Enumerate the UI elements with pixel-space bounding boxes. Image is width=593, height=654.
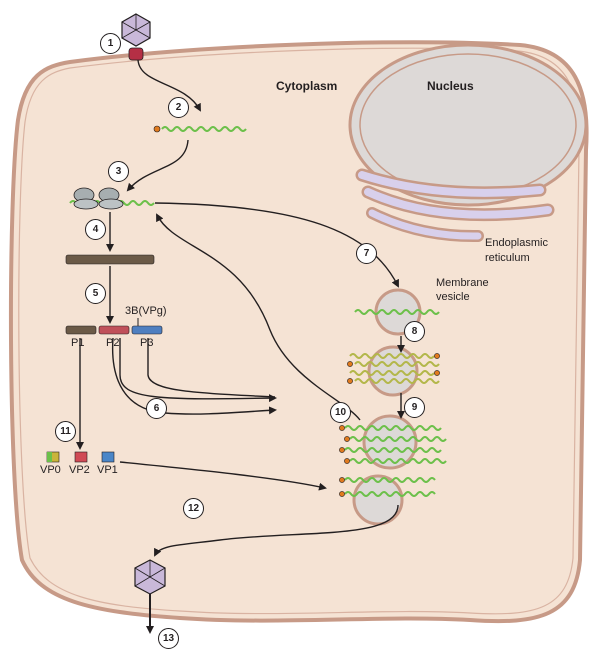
er-label-line1: Endoplasmic	[485, 237, 548, 249]
p2-block	[98, 325, 130, 335]
er-label-line2: reticulum	[485, 252, 530, 264]
step-6-marker: 6	[146, 398, 167, 419]
receptor	[128, 47, 144, 61]
vpg-dot	[153, 125, 161, 133]
vpg-dots	[339, 353, 440, 497]
p3-block	[131, 325, 163, 335]
replicating-rna	[344, 309, 447, 497]
step-3-marker: 3	[108, 161, 129, 182]
p1-label: P1	[71, 337, 85, 349]
step-1-marker: 1	[100, 33, 121, 54]
step-9-marker: 9	[404, 397, 425, 418]
vp2-block	[74, 451, 88, 463]
exiting-virion	[134, 559, 166, 595]
vp1-label: VP1	[97, 464, 118, 476]
step-7-marker: 7	[356, 243, 377, 264]
capsid-proteins	[46, 451, 115, 463]
polyprotein	[65, 254, 155, 265]
step-4-marker: 4	[85, 219, 106, 240]
step-8-marker: 8	[404, 321, 425, 342]
step-2-marker: 2	[168, 97, 189, 118]
p2-label: P2	[106, 337, 120, 349]
nucleus-label: Nucleus	[427, 79, 474, 93]
step-11-marker: 11	[55, 421, 76, 442]
nucleus	[348, 43, 588, 207]
pathway-arrows	[76, 59, 405, 634]
ribosome-icon	[73, 187, 99, 210]
vpg-label: 3B(VPg)	[125, 305, 167, 317]
vesicle-label-line1: Membrane	[436, 277, 489, 289]
step-5-marker: 5	[85, 283, 106, 304]
vesicle-label-line2: vesicle	[436, 291, 470, 303]
translating-rna	[69, 187, 155, 210]
vp1-block	[101, 451, 115, 463]
vp2-label: VP2	[69, 464, 90, 476]
cytoplasm-label: Cytoplasm	[276, 79, 338, 93]
step-10-marker: 10	[330, 402, 351, 423]
entering-virion	[121, 13, 151, 61]
vp0-label: VP0	[40, 464, 61, 476]
p1-block	[65, 325, 97, 335]
viral-rna	[153, 125, 247, 133]
step-12-marker: 12	[183, 498, 204, 519]
p3-label: P3	[140, 337, 154, 349]
ribosome-icon	[98, 187, 124, 210]
endoplasmic-reticulum	[355, 168, 555, 243]
cleaved-precursors	[65, 318, 163, 335]
step-13-marker: 13	[158, 628, 179, 649]
